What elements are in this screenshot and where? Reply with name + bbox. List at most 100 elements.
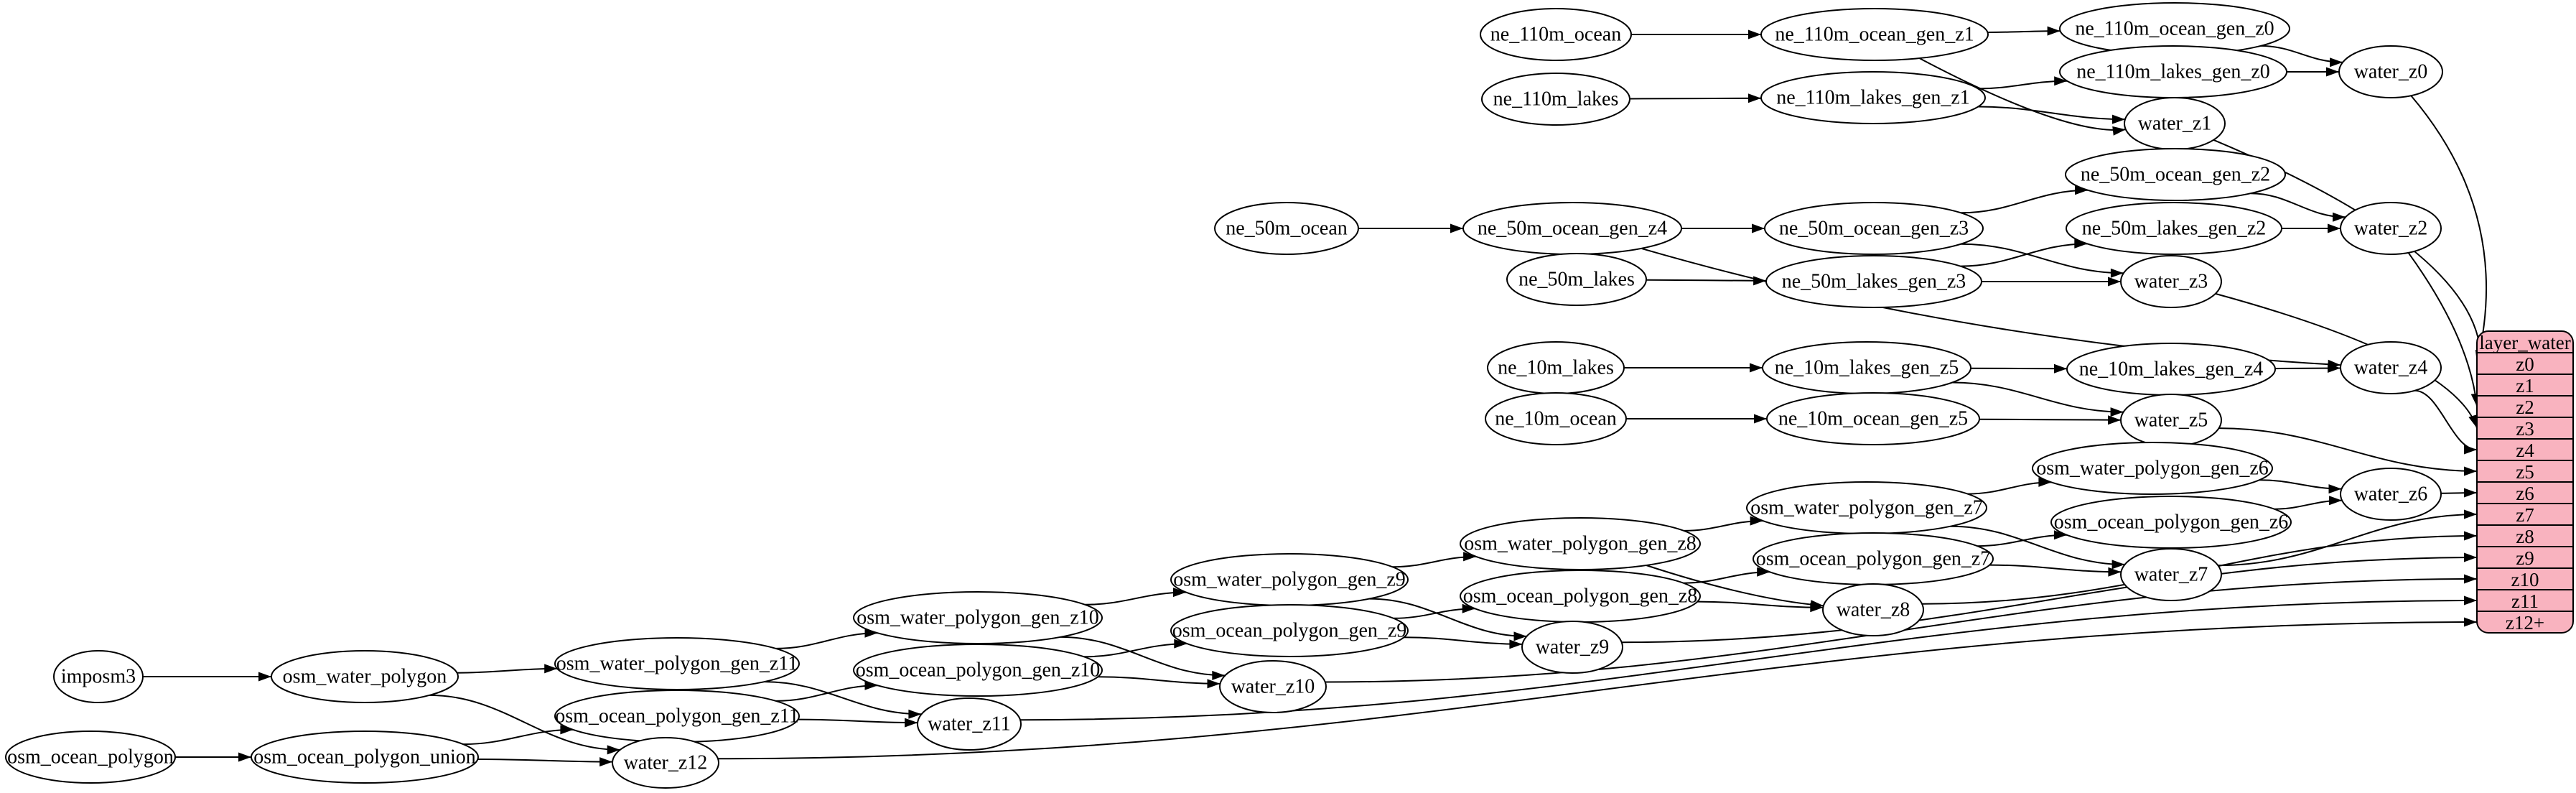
arrowhead-icon: [2464, 552, 2477, 562]
edge-ne_50m_ocean_gen_z2-to-water_z2: [2250, 193, 2346, 222]
node-water_z0: water_z0: [2338, 45, 2443, 98]
node-ne_50m_ocean_gen_z4: ne_50m_ocean_gen_z4: [1462, 202, 1682, 255]
edge-water_z4-to-layer_water-z4: [2414, 389, 2478, 455]
edge-ne_10m_lakes_gen_z5-to-ne_10m_lakes_gen_z4: [1970, 363, 2068, 374]
node-osm_ocean_polygon: osm_ocean_polygon: [5, 731, 176, 784]
edge-water_z7-to-layer_water-z7: [2218, 509, 2478, 567]
layer-water-row-z1: z1: [2516, 375, 2534, 396]
node-ne_50m_lakes_gen_z2: ne_50m_lakes_gen_z2: [2066, 202, 2282, 255]
edge-osm_ocean_polygon_gen_z11-to-osm_ocean_polygon_gen_z10: [775, 680, 878, 702]
layer-water-row-z7: z7: [2516, 504, 2534, 526]
arrowhead-icon: [2112, 114, 2125, 124]
edge-osm_water_polygon-to-water_z12: [429, 694, 620, 755]
node-osm_ocean_polygon_gen_z6: osm_ocean_polygon_gen_z6: [2050, 496, 2292, 549]
node-osm_ocean_polygon_gen_z7: osm_ocean_polygon_gen_z7: [1753, 532, 1994, 585]
edge-osm_water_polygon_gen_z7-to-water_z7: [1951, 525, 2125, 570]
node-ne_50m_ocean_gen_z2: ne_50m_ocean_gen_z2: [2065, 148, 2286, 201]
edge-ne_50m_ocean-to-ne_50m_ocean_gen_z4: [1358, 223, 1463, 233]
arrowhead-icon: [2054, 363, 2067, 374]
arrowhead-icon: [2464, 509, 2477, 519]
arrowhead-icon: [1513, 631, 1527, 641]
node-ne_50m_ocean: ne_50m_ocean: [1214, 202, 1359, 255]
edge-ne_10m_lakes_gen_z5-to-water_z5: [1952, 381, 2124, 417]
node-ne_110m_lakes_gen_z0: ne_110m_lakes_gen_z0: [2059, 45, 2287, 98]
node-ne_50m_lakes_gen_z3: ne_50m_lakes_gen_z3: [1765, 255, 1982, 308]
arrowhead-icon: [2328, 223, 2341, 233]
node-label-ne_50m_lakes_gen_z2: ne_50m_lakes_gen_z2: [2082, 218, 2267, 240]
node-label-water_z2: water_z2: [2354, 218, 2428, 240]
arrowhead-icon: [1748, 93, 1761, 103]
arrowhead-icon: [2108, 277, 2121, 287]
edge-ne_110m_lakes-to-ne_110m_lakes_gen_z1: [1629, 93, 1762, 103]
arrowhead-icon: [2074, 238, 2088, 249]
node-label-ne_110m_ocean: ne_110m_ocean: [1490, 24, 1621, 46]
node-label-ne_50m_ocean_gen_z3: ne_50m_ocean_gen_z3: [1779, 218, 1969, 240]
node-label-osm_water_polygon_gen_z10: osm_water_polygon_gen_z10: [857, 607, 1099, 629]
arrowhead-icon: [2464, 574, 2477, 584]
arrowhead-icon: [1509, 639, 1523, 649]
arrowhead-icon: [2326, 67, 2339, 77]
edge-ne_110m_lakes_gen_z0-to-water_z0: [2287, 67, 2339, 77]
edge-ne_110m_ocean-to-ne_110m_ocean_gen_z1: [1631, 29, 1761, 40]
arrowhead-icon: [1754, 414, 1767, 424]
node-water_z5: water_z5: [2120, 394, 2222, 447]
edge-osm_ocean_polygon_gen_z8-to-osm_ocean_polygon_gen_z7: [1683, 567, 1770, 584]
edge-osm_water_polygon_gen_z10-to-water_z10: [1060, 636, 1226, 680]
edge-osm_ocean_polygon_gen_z11-to-water_z11: [798, 718, 918, 728]
node-water_z8: water_z8: [1822, 583, 1924, 636]
node-ne_10m_ocean_gen_z5: ne_10m_ocean_gen_z5: [1766, 392, 1980, 445]
edge-water_z6-to-layer_water-z6: [2440, 488, 2478, 498]
edge-osm_ocean_polygon_gen_z10-to-water_z10: [1098, 676, 1221, 689]
arrowhead-icon: [2330, 57, 2343, 68]
arrowhead-icon: [1757, 567, 1770, 577]
arrowhead-icon: [1753, 276, 1767, 286]
node-osm_water_polygon_gen_z7: osm_water_polygon_gen_z7: [1746, 481, 1987, 534]
edge-ne_50m_ocean_gen_z3-to-ne_50m_ocean_gen_z2: [1961, 185, 2089, 214]
edge-osm_water_polygon_gen_z8-to-osm_water_polygon_gen_z7: [1684, 516, 1763, 532]
arrowhead-icon: [1212, 670, 1226, 680]
node-water_z2: water_z2: [2340, 202, 2442, 255]
layer-water-row-z11: z11: [2511, 590, 2539, 612]
layer-water-row-z0: z0: [2516, 353, 2534, 375]
edge-osm_ocean_polygon-to-osm_ocean_polygon_union: [175, 752, 251, 762]
node-label-osm_ocean_polygon_gen_z9: osm_ocean_polygon_gen_z9: [1172, 620, 1407, 642]
node-label-imposm3: imposm3: [61, 666, 136, 688]
arrowhead-icon: [2053, 530, 2067, 540]
node-water_z1: water_z1: [2124, 97, 2226, 150]
edge-osm_ocean_polygon_gen_z9-to-water_z9: [1404, 636, 1523, 649]
arrowhead-icon: [2328, 484, 2342, 494]
node-label-ne_10m_ocean_gen_z5: ne_10m_ocean_gen_z5: [1778, 408, 1968, 430]
node-label-osm_water_polygon_gen_z7: osm_water_polygon_gen_z7: [1750, 497, 1983, 519]
arrowhead-icon: [1748, 29, 1761, 40]
edge-osm_ocean_polygon_union-to-osm_ocean_polygon_gen_z11: [462, 725, 574, 746]
node-water_z3: water_z3: [2120, 255, 2222, 308]
arrowhead-icon: [2464, 617, 2477, 627]
edge-osm_water_polygon_gen_z9-to-water_z9: [1369, 598, 1527, 641]
node-water_z7: water_z7: [2120, 548, 2222, 601]
node-label-osm_water_polygon_gen_z8: osm_water_polygon_gen_z8: [1464, 533, 1697, 555]
node-osm_ocean_polygon_gen_z8: osm_ocean_polygon_gen_z8: [1460, 570, 1701, 623]
arrowhead-icon: [560, 725, 574, 735]
node-label-water_z8: water_z8: [1837, 599, 1910, 621]
node-osm_ocean_polygon_gen_z11: osm_ocean_polygon_gen_z11: [554, 690, 800, 743]
node-label-ne_10m_lakes: ne_10m_lakes: [1498, 357, 1614, 379]
layer-water-row-z3: z3: [2516, 418, 2534, 440]
arrowhead-icon: [864, 680, 878, 690]
edge-osm_water_polygon_gen_z9-to-osm_water_polygon_gen_z8: [1392, 552, 1477, 568]
edge-osm_ocean_polygon_gen_z7-to-water_z7: [1989, 564, 2122, 577]
arrowhead-icon: [1810, 603, 1824, 613]
edge-ne_110m_lakes_gen_z1-to-water_z1: [1978, 106, 2126, 124]
edge-osm_water_polygon_gen_z11-to-water_z11: [764, 681, 922, 719]
node-label-osm_ocean_polygon_gen_z7: osm_ocean_polygon_gen_z7: [1756, 548, 1991, 570]
edge-ne_10m_lakes_gen_z4-to-water_z4: [2274, 363, 2341, 373]
edge-ne_110m_ocean_gen_z1-to-ne_110m_ocean_gen_z0: [1987, 26, 2061, 36]
layer-water-row-z12+: z12+: [2506, 612, 2544, 634]
node-ne_10m_lakes: ne_10m_lakes: [1487, 341, 1625, 394]
arrowhead-icon: [1750, 363, 1763, 373]
edge-ne_110m_ocean_gen_z1-to-water_z1: [1919, 57, 2127, 136]
arrowhead-icon: [2110, 268, 2124, 278]
node-osm_ocean_polygon_union: osm_ocean_polygon_union: [251, 731, 479, 784]
edge-ne_50m_lakes-to-ne_50m_lakes_gen_z3: [1646, 276, 1767, 286]
node-osm_water_polygon: osm_water_polygon: [271, 650, 459, 703]
